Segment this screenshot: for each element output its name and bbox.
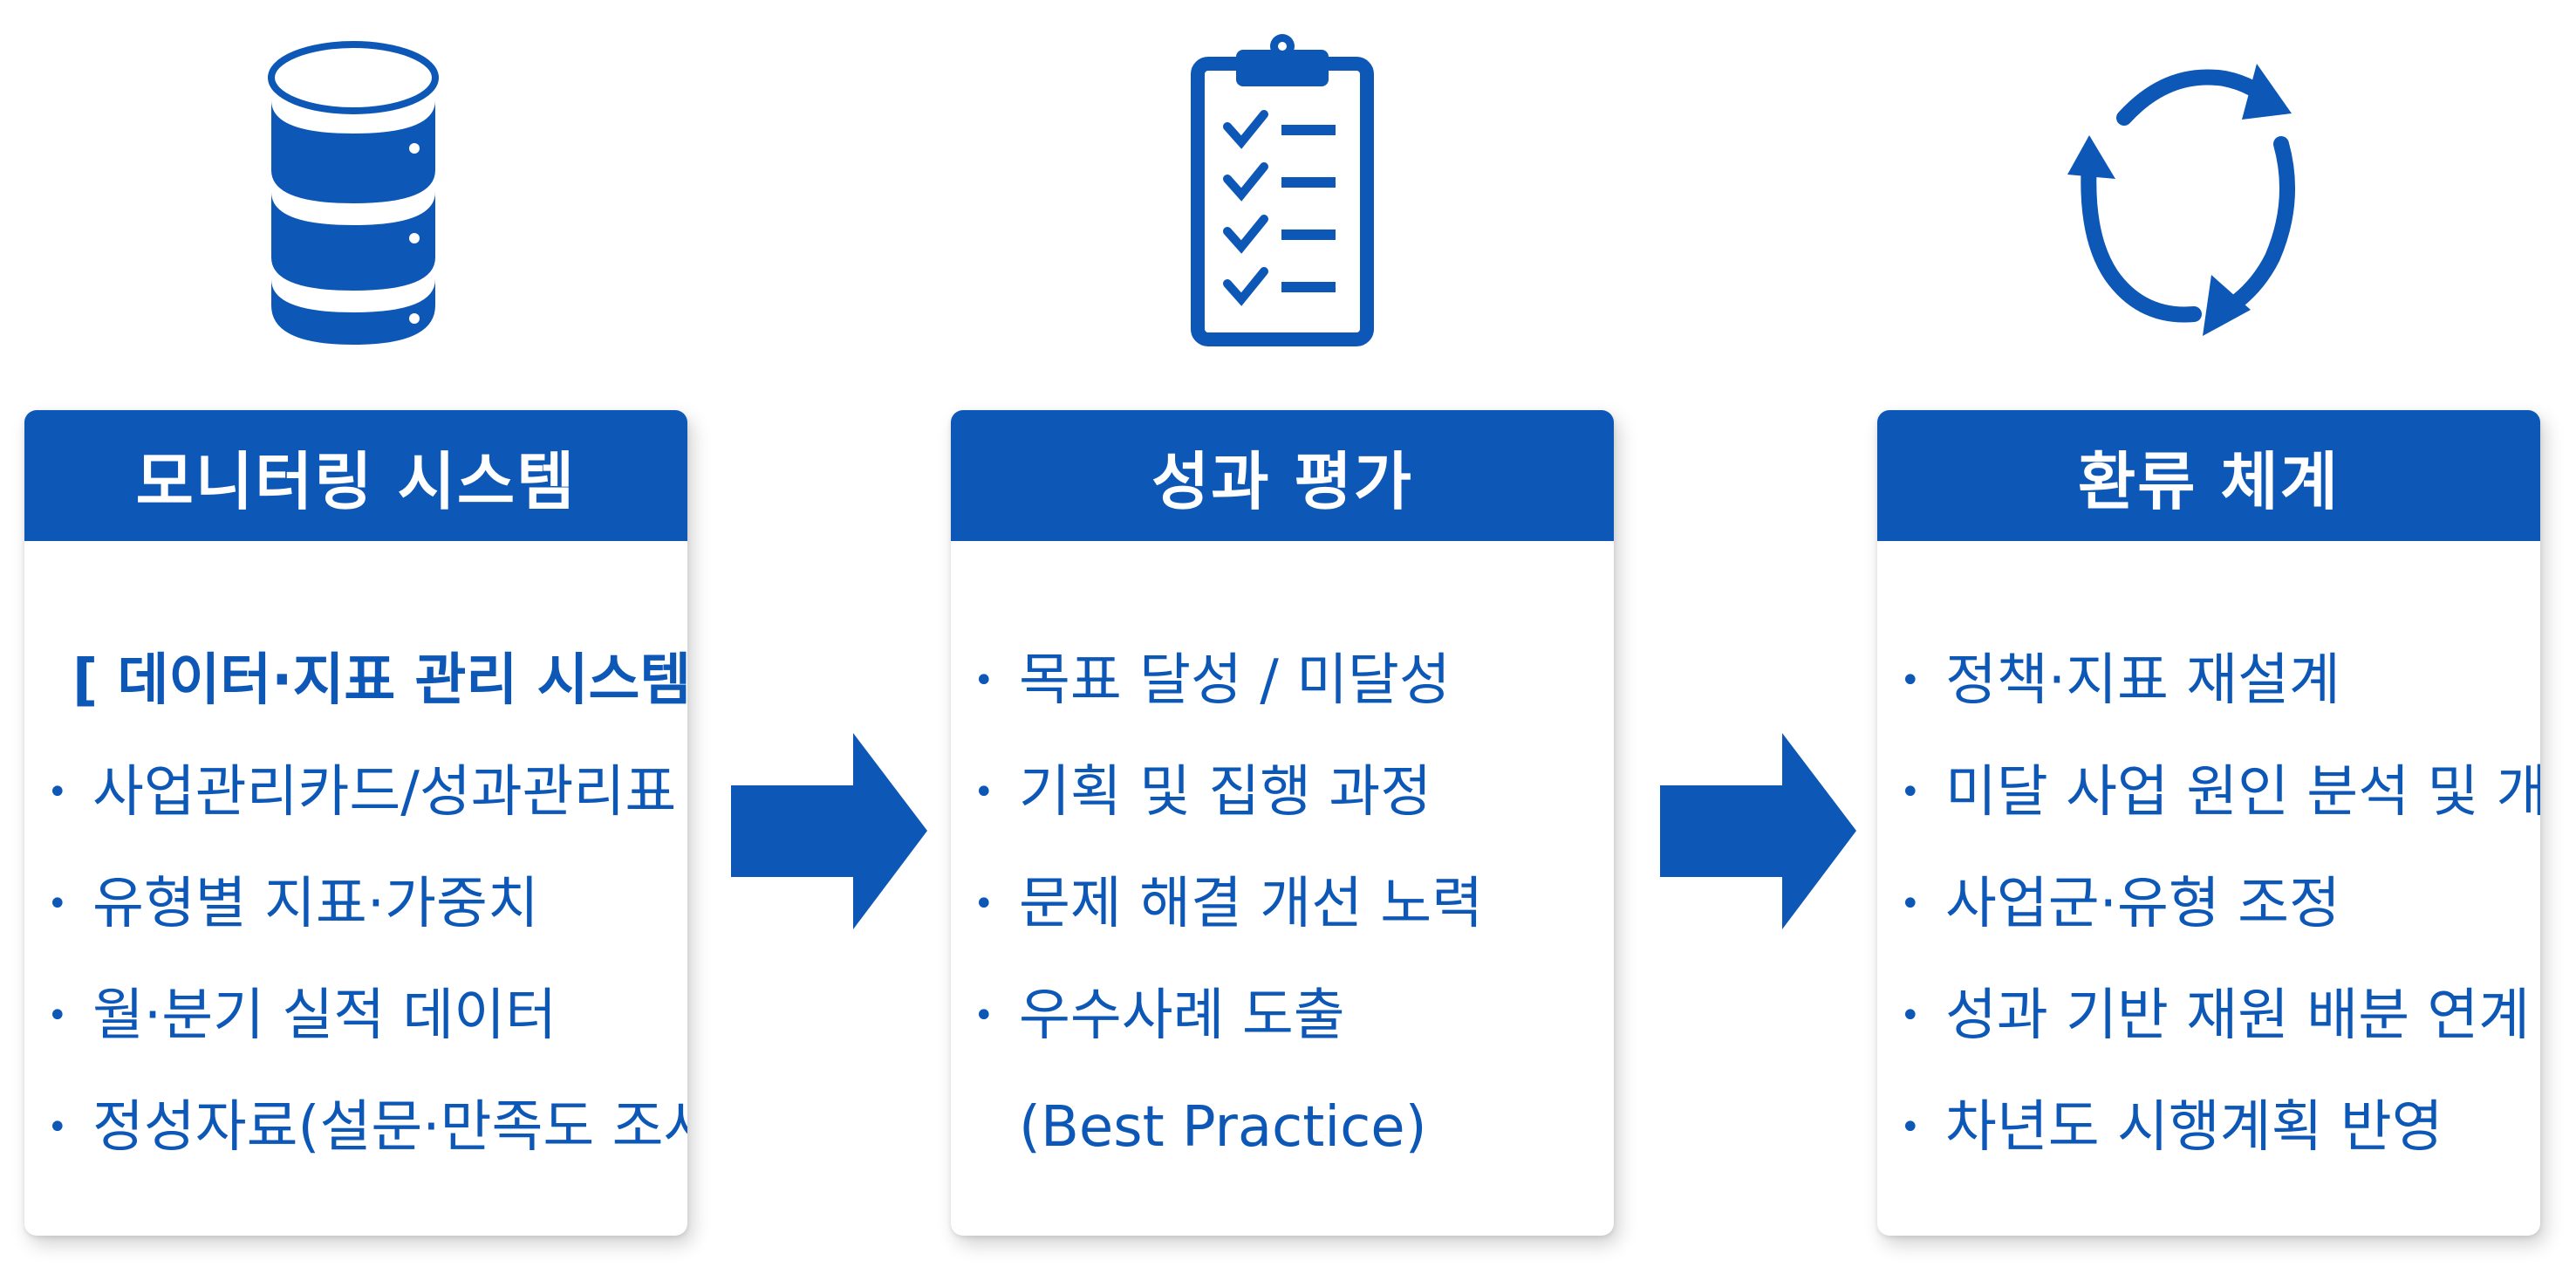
list-item: • 기획 및 집행 과정 bbox=[951, 757, 1614, 869]
card-title: 모니터링 시스템 bbox=[24, 410, 687, 541]
list-item-text: 문제 해결 개선 노력 bbox=[1019, 872, 1484, 936]
bullet-icon: • bbox=[1900, 661, 1921, 701]
card-evaluation: 성과 평가 • 목표 달성 / 미달성 • 기획 및 집행 과정 • 문제 해결 개선… bbox=[951, 410, 1614, 1236]
bullet-icon: • bbox=[47, 884, 68, 924]
list-item: • 목표 달성 / 미달성 bbox=[951, 646, 1614, 757]
clipboard-checklist-icon bbox=[1191, 31, 1374, 346]
bullet-icon: • bbox=[974, 661, 994, 701]
list-item: • 성과 기반 재원 배분 연계 bbox=[1877, 981, 2540, 1093]
card-subheading: [ 데이터·지표 관리 시스템] bbox=[72, 648, 687, 713]
list-item: • 문제 해결 개선 노력 bbox=[951, 869, 1614, 981]
list-item: • 사업군·유형 조정 bbox=[1877, 869, 2540, 981]
bullet-icon: • bbox=[1900, 996, 1921, 1036]
list-item: • 차년도 시행계획 반영 bbox=[1877, 1093, 2540, 1204]
right-arrow-icon bbox=[731, 733, 927, 933]
bullet-icon: • bbox=[47, 1107, 68, 1148]
list-item: • 정책·지표 재설계 bbox=[1877, 646, 2540, 757]
bullet-icon: • bbox=[974, 884, 994, 924]
bullet-icon: • bbox=[1900, 772, 1921, 812]
list-item-text: 정성자료(설문·만족도 조사) bbox=[92, 1095, 687, 1160]
card-feedback: 환류 체계 • 정책·지표 재설계 • 미달 사업 원인 분석 및 개선 • 사업군·… bbox=[1877, 410, 2540, 1236]
list-item-text: 차년도 시행계획 반영 bbox=[1945, 1095, 2443, 1160]
card-title: 환류 체계 bbox=[1877, 410, 2540, 541]
bullet-icon: • bbox=[1900, 1107, 1921, 1148]
card-body: [ 데이터·지표 관리 시스템] • 사업관리카드/성과관리표 • 유형별 지표·가… bbox=[24, 541, 687, 1204]
cycle-arrows-icon bbox=[2063, 48, 2299, 349]
card-title: 성과 평가 bbox=[951, 410, 1614, 541]
bullet-icon: • bbox=[974, 772, 994, 812]
card-body: •정책·지표 재설계 •미달 사업 원인 분석 및 개선 •사업군·유형 조정 … bbox=[1877, 541, 2540, 1204]
list-item-text: 사업관리카드/성과관리표 bbox=[92, 760, 677, 825]
list-item-text: 목표 달성 / 미달성 bbox=[1019, 648, 1451, 713]
list-item: • 사업관리카드/성과관리표 bbox=[24, 757, 687, 869]
bullet-icon: • bbox=[974, 996, 994, 1036]
card-monitoring: 모니터링 시스템 [ 데이터·지표 관리 시스템] • 사업관리카드/성과관리표 … bbox=[24, 410, 687, 1236]
card-body: • 목표 달성 / 미달성 • 기획 및 집행 과정 • 문제 해결 개선 노력 • 우… bbox=[951, 541, 1614, 1204]
list-item: • 월·분기 실적 데이터 bbox=[24, 981, 687, 1093]
list-item-text: 우수사례 도출 bbox=[1019, 983, 1345, 1048]
list-item-continuation: (Best Practice) bbox=[1019, 1095, 1427, 1160]
bullet-icon: • bbox=[47, 772, 68, 812]
list-item-text: 사업군·유형 조정 bbox=[1945, 872, 2340, 936]
list-item: • 미달 사업 원인 분석 및 개선 bbox=[1877, 757, 2540, 869]
bullet-icon: • bbox=[1900, 884, 1921, 924]
list-item: • 유형별 지표·가중치 bbox=[24, 869, 687, 981]
bullet-icon: • bbox=[47, 996, 68, 1036]
right-arrow-icon bbox=[1660, 733, 1856, 933]
list-item-text: 월·분기 실적 데이터 bbox=[92, 983, 557, 1048]
list-item-text: 성과 기반 재원 배분 연계 bbox=[1945, 983, 2531, 1048]
list-item-text: 기획 및 집행 과정 bbox=[1019, 760, 1432, 825]
database-icon bbox=[266, 39, 441, 349]
list-item-text: 유형별 지표·가중치 bbox=[92, 872, 539, 936]
list-item: • 우수사례 도출 bbox=[951, 981, 1614, 1093]
list-item-text: 정책·지표 재설계 bbox=[1945, 648, 2340, 713]
list-item-text: 미달 사업 원인 분석 및 개선 bbox=[1945, 760, 2540, 825]
list-item: • 정성자료(설문·만족도 조사) bbox=[24, 1093, 687, 1204]
